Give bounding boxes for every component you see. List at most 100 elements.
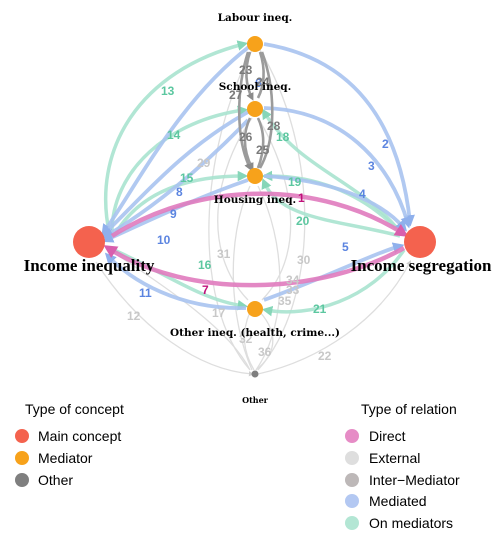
edge-17	[109, 249, 251, 371]
edge-13	[104, 40, 249, 237]
edge-labels: 1 2 3 4 5 6 7 8 9 10 11 12 13 14 15 16 1…	[127, 63, 389, 363]
edge-label-20: 20	[296, 214, 310, 228]
edge-label-28: 28	[267, 119, 281, 133]
mediated-edges	[100, 42, 415, 310]
edge-4	[263, 174, 407, 232]
edge-label-31: 31	[217, 247, 231, 261]
edge-label-21: 21	[313, 302, 327, 316]
edge-24	[256, 51, 265, 99]
edge-9	[102, 118, 250, 239]
edge-label-13: 13	[161, 84, 175, 98]
legend-other-swatch	[15, 473, 29, 487]
edge-5	[263, 242, 405, 302]
legend-relation: Type of relation Direct External Inter−M…	[345, 401, 460, 531]
edge-label-30: 30	[297, 253, 311, 267]
node-school-ineq[interactable]	[247, 101, 263, 117]
edge-25	[256, 117, 265, 169]
edge-label-17: 17	[212, 306, 226, 320]
edge-label-14: 14	[167, 128, 181, 142]
edge-21	[261, 249, 406, 317]
edge-label-26: 26	[239, 130, 253, 144]
label-other-ineq: Other ineq. (health, crime...)	[170, 327, 340, 339]
node-other[interactable]	[251, 370, 259, 378]
legend-mediated-label: Mediated	[369, 493, 427, 509]
legend-relation-title: Type of relation	[361, 401, 457, 417]
legend-main-concept-label: Main concept	[38, 428, 121, 444]
edge-label-1: 1	[298, 191, 305, 205]
label-income-inequality: Income inequality	[24, 256, 155, 275]
edge-3	[263, 106, 412, 229]
edge-11	[104, 252, 247, 310]
edge-label-4: 4	[359, 187, 366, 201]
edge-12	[95, 261, 255, 377]
inter-mediator-edges	[237, 51, 274, 171]
legend-main-concept-swatch	[15, 429, 29, 443]
edge-label-29: 29	[197, 156, 211, 170]
edge-label-15: 15	[180, 171, 194, 185]
edge-label-2: 2	[382, 137, 389, 151]
edge-label-34: 34	[286, 273, 300, 287]
edge-label-16: 16	[198, 258, 212, 272]
label-school-ineq: School ineq.	[219, 81, 292, 93]
edge-label-22: 22	[318, 349, 332, 363]
edge-label-8: 8	[176, 185, 183, 199]
edge-label-7: 7	[202, 283, 209, 297]
node-income-segregation[interactable]	[404, 226, 436, 258]
edge-label-3: 3	[368, 159, 375, 173]
edge-35	[255, 311, 274, 371]
edge-27	[237, 51, 252, 171]
edge-7	[103, 245, 406, 288]
external-edges	[95, 49, 411, 377]
legend-mediator-swatch	[15, 451, 29, 465]
edge-1	[110, 191, 409, 238]
legend-on-mediators-swatch	[345, 516, 359, 530]
edge-label-18: 18	[276, 130, 290, 144]
node-housing-ineq[interactable]	[247, 168, 263, 184]
legend-mediated-swatch	[345, 494, 359, 508]
legend-concept-title: Type of concept	[25, 401, 124, 417]
label-labour-ineq: Labour ineq.	[218, 12, 293, 24]
edge-18	[261, 108, 402, 234]
label-income-segregation: Income segregation	[351, 256, 492, 275]
node-labour-ineq[interactable]	[247, 36, 263, 52]
node-income-inequality[interactable]	[73, 226, 105, 258]
edge-23	[245, 51, 254, 101]
edge-label-12: 12	[127, 309, 141, 323]
edge-label-27: 27	[229, 88, 243, 102]
edge-34	[255, 185, 281, 371]
legend-external-label: External	[369, 450, 420, 466]
legend-other-label: Other	[38, 472, 73, 488]
edge-label-35: 35	[278, 294, 292, 308]
edge-15	[112, 170, 249, 237]
edge-31	[208, 49, 253, 371]
edge-label-6: 6	[255, 76, 262, 90]
edge-6	[101, 44, 252, 236]
legend-on-mediators-label: On mediators	[369, 515, 453, 531]
edge-label-36: 36	[258, 345, 272, 359]
edge-label-33: 33	[286, 283, 300, 297]
label-other: Other	[242, 395, 269, 405]
edge-36	[243, 311, 255, 371]
nodes	[73, 36, 436, 378]
label-housing-ineq: Housing ineq.	[214, 194, 296, 206]
edge-label-5: 5	[342, 240, 349, 254]
edge-14	[110, 105, 249, 237]
edge-28	[258, 51, 274, 169]
edge-26	[243, 117, 254, 171]
edge-33	[257, 49, 306, 371]
edge-16	[113, 248, 249, 311]
legend-inter-mediator-swatch	[345, 473, 359, 487]
edge-label-23: 23	[239, 63, 253, 77]
edge-label-19: 19	[288, 175, 302, 189]
edge-label-11: 11	[139, 286, 152, 300]
legend-inter-mediator-label: Inter−Mediator	[369, 472, 460, 488]
legend-direct-label: Direct	[369, 428, 406, 444]
edge-label-24: 24	[256, 75, 270, 89]
edge-32	[232, 185, 253, 371]
node-labels: Labour ineq. School ineq. Housing ineq. …	[24, 12, 492, 405]
edge-label-25: 25	[256, 143, 270, 157]
edge-8	[100, 110, 249, 238]
node-other-ineq[interactable]	[247, 301, 263, 317]
edge-22	[257, 260, 411, 375]
